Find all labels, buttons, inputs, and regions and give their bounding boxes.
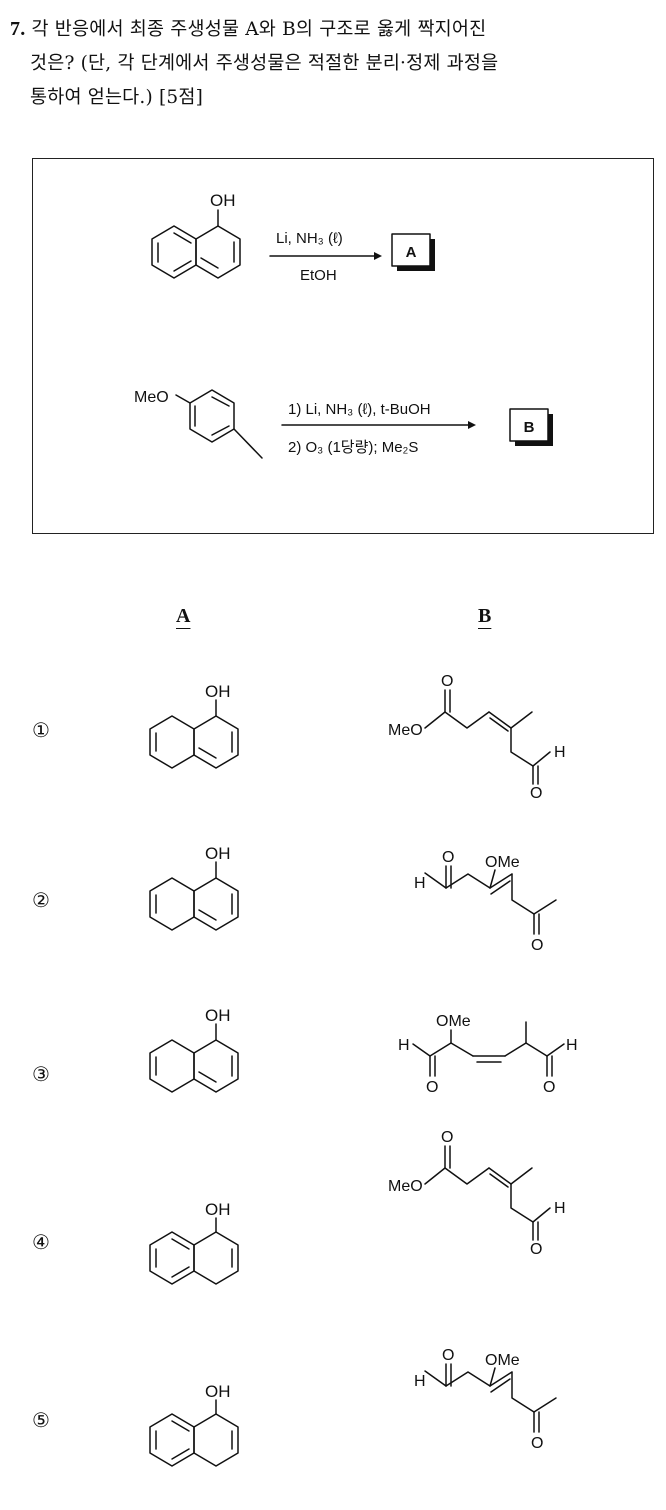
reactant-methylanisole: MeO [134,389,263,459]
option-2-marker[interactable]: ② [32,888,50,912]
naphthol-oh-label: OH [210,191,236,210]
svg-text:A: A [406,244,417,261]
option-5-structure-a: OH [149,1382,239,1467]
option-4-marker[interactable]: ④ [32,1230,50,1254]
svg-text:O: O [442,1347,454,1364]
option-1-structure-b: O MeO H O [388,673,566,802]
option-4-structure-a: OH [149,1200,239,1285]
option-2-structure-a: OH [149,844,239,931]
svg-text:OH: OH [205,1006,231,1025]
svg-text:O: O [530,1241,542,1258]
reagent-1-bottom: EtOH [300,267,337,284]
svg-text:OMe: OMe [436,1013,471,1030]
option-3-marker[interactable]: ③ [32,1062,50,1086]
svg-text:OH: OH [205,1200,231,1219]
reagent-1-top: Li, NH₃ (ℓ) [276,230,343,247]
svg-text:MeO: MeO [388,722,423,739]
option-5-structure-b: O OMe H O [414,1347,557,1452]
reagent-2-step2: 2) O₃ (1당량); Me₂S [288,439,418,456]
product-box-a: A [391,233,435,271]
svg-text:H: H [414,1373,426,1390]
svg-text:O: O [441,1129,453,1146]
svg-text:OMe: OMe [485,854,520,871]
question-line-3: 통하여 얻는다.) [5점] [30,87,204,108]
option-4-structure-b: O MeO H O [388,1129,566,1258]
question-text: 7. 각 반응에서 최종 주생성물 A와 B의 구조로 옳게 짝지어진 것은? … [10,12,656,115]
product-box-b: B [509,408,553,446]
svg-text:MeO: MeO [388,1178,423,1195]
option-3-structure-b: OMe H H O O [398,1013,578,1096]
question-line-1: 7. 각 반응에서 최종 주생성물 A와 B의 구조로 옳게 짝지어진 [10,18,487,40]
reagent-2-step1: 1) Li, NH₃ (ℓ), t-BuOH [288,401,431,418]
svg-text:O: O [531,1435,543,1452]
svg-text:O: O [442,849,454,866]
svg-text:O: O [426,1079,438,1096]
svg-text:B: B [524,419,535,436]
option-1-marker[interactable]: ① [32,718,50,742]
option-1-structure-a: OH [149,682,239,769]
reaction-arrow-2 [281,421,476,429]
reactant-naphthol: OH [151,191,241,279]
methoxy-label: MeO [134,389,169,406]
question-line-2: 것은? (단, 각 단계에서 주생성물은 적절한 분리·정제 과정을 [30,53,499,74]
svg-text:O: O [530,785,542,802]
question-number: 7. [10,18,26,40]
column-header-a: A [176,605,191,627]
svg-text:O: O [543,1079,555,1096]
svg-text:H: H [566,1037,578,1054]
svg-text:H: H [398,1037,410,1054]
option-3-structure-a: OH [149,1006,239,1093]
svg-text:O: O [441,673,453,690]
svg-text:OH: OH [205,682,231,701]
column-header-b: B [478,605,492,627]
svg-text:OMe: OMe [485,1352,520,1369]
svg-text:H: H [554,1200,566,1217]
svg-text:OH: OH [205,1382,231,1401]
option-2-structure-b: O OMe H O [414,849,557,954]
option-5-marker[interactable]: ⑤ [32,1408,50,1432]
svg-text:OH: OH [205,844,231,863]
svg-text:H: H [414,875,426,892]
reaction-scheme-box [32,158,654,534]
reaction-arrow-1 [269,252,382,260]
svg-text:H: H [554,744,566,761]
svg-text:O: O [531,937,543,954]
